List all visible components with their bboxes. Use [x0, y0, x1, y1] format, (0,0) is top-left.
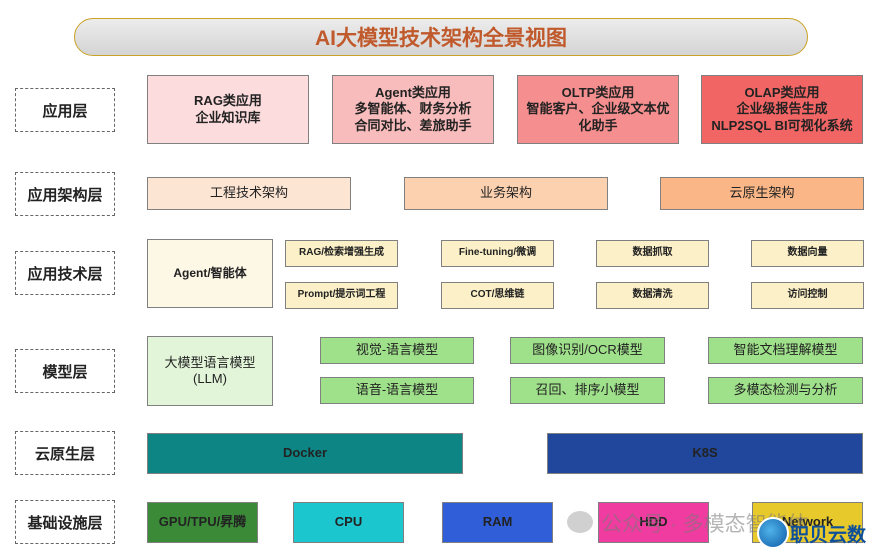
model-multimodal-detection: 多模态检测与分析 — [708, 377, 863, 404]
brand-logo-icon — [757, 517, 789, 549]
infra-cpu: CPU — [293, 502, 404, 543]
layer-label-model: 模型层 — [15, 349, 115, 393]
model-llm-line: 大模型语言模型 — [164, 354, 256, 370]
app-rag: RAG类应用 企业知识库 — [147, 75, 309, 144]
model-recall-ranking: 召回、排序小模型 — [510, 377, 665, 404]
tech-access-control: 访问控制 — [751, 282, 864, 309]
tech-finetuning: Fine-tuning/微调 — [441, 240, 554, 267]
app-rag-line: 企业知识库 — [195, 109, 261, 125]
page-title: AI大模型技术架构全景视图 — [74, 18, 808, 56]
infra-hdd: HDD — [598, 502, 709, 543]
app-oltp: OLTP类应用 智能客户、企业级文本优 化助手 — [517, 75, 679, 144]
cloud-k8s: K8S — [547, 433, 863, 474]
tech-data-vector: 数据向量 — [751, 240, 864, 267]
brand-logo-text: 职贝云数 — [790, 525, 867, 546]
app-olap-line: NLP2SQL BI可视化系统 — [711, 117, 853, 133]
arch-cloud-native: 云原生架构 — [660, 177, 864, 210]
app-oltp-line: 智能客户、企业级文本优 — [526, 101, 670, 117]
tech-rag: RAG/检索增强生成 — [285, 240, 398, 267]
layer-label-app: 应用层 — [15, 88, 115, 132]
infra-gpu: GPU/TPU/昇腾 — [147, 502, 258, 543]
model-llm: 大模型语言模型 (LLM) — [147, 336, 273, 406]
tech-prompt: Prompt/提示词工程 — [285, 282, 398, 309]
arch-engineering: 工程技术架构 — [147, 177, 351, 210]
tech-cot: COT/思维链 — [441, 282, 554, 309]
model-ocr: 图像识别/OCR模型 — [510, 337, 665, 364]
app-agent-line: 多智能体、财务分析 — [354, 101, 472, 117]
app-oltp-line: OLTP类应用 — [561, 85, 635, 101]
tech-data-crawl: 数据抓取 — [596, 240, 709, 267]
model-llm-line: (LLM) — [193, 371, 227, 386]
model-vision-language: 视觉-语言模型 — [320, 337, 474, 364]
app-olap-line: 企业级报告生成 — [736, 101, 828, 117]
wechat-icon — [567, 511, 593, 533]
app-oltp-line: 化助手 — [578, 117, 618, 133]
app-olap-line: OLAP类应用 — [744, 85, 820, 101]
tech-data-clean: 数据清洗 — [596, 282, 709, 309]
model-document-understanding: 智能文档理解模型 — [708, 337, 863, 364]
layer-label-infra: 基础设施层 — [15, 500, 115, 544]
app-rag-line: RAG类应用 — [194, 93, 262, 109]
layer-label-tech: 应用技术层 — [15, 251, 115, 295]
app-agent-line: 合同对比、差旅助手 — [354, 117, 472, 133]
tech-agent: Agent/智能体 — [147, 239, 273, 308]
infra-ram: RAM — [442, 502, 553, 543]
model-speech-language: 语音-语言模型 — [320, 377, 474, 404]
layer-label-cloud: 云原生层 — [15, 431, 115, 475]
cloud-docker: Docker — [147, 433, 463, 474]
app-olap: OLAP类应用 企业级报告生成 NLP2SQL BI可视化系统 — [701, 75, 863, 144]
arch-business: 业务架构 — [404, 177, 608, 210]
app-agent-line: Agent类应用 — [375, 85, 451, 101]
app-agent: Agent类应用 多智能体、财务分析 合同对比、差旅助手 — [332, 75, 494, 144]
layer-label-arch: 应用架构层 — [15, 172, 115, 216]
